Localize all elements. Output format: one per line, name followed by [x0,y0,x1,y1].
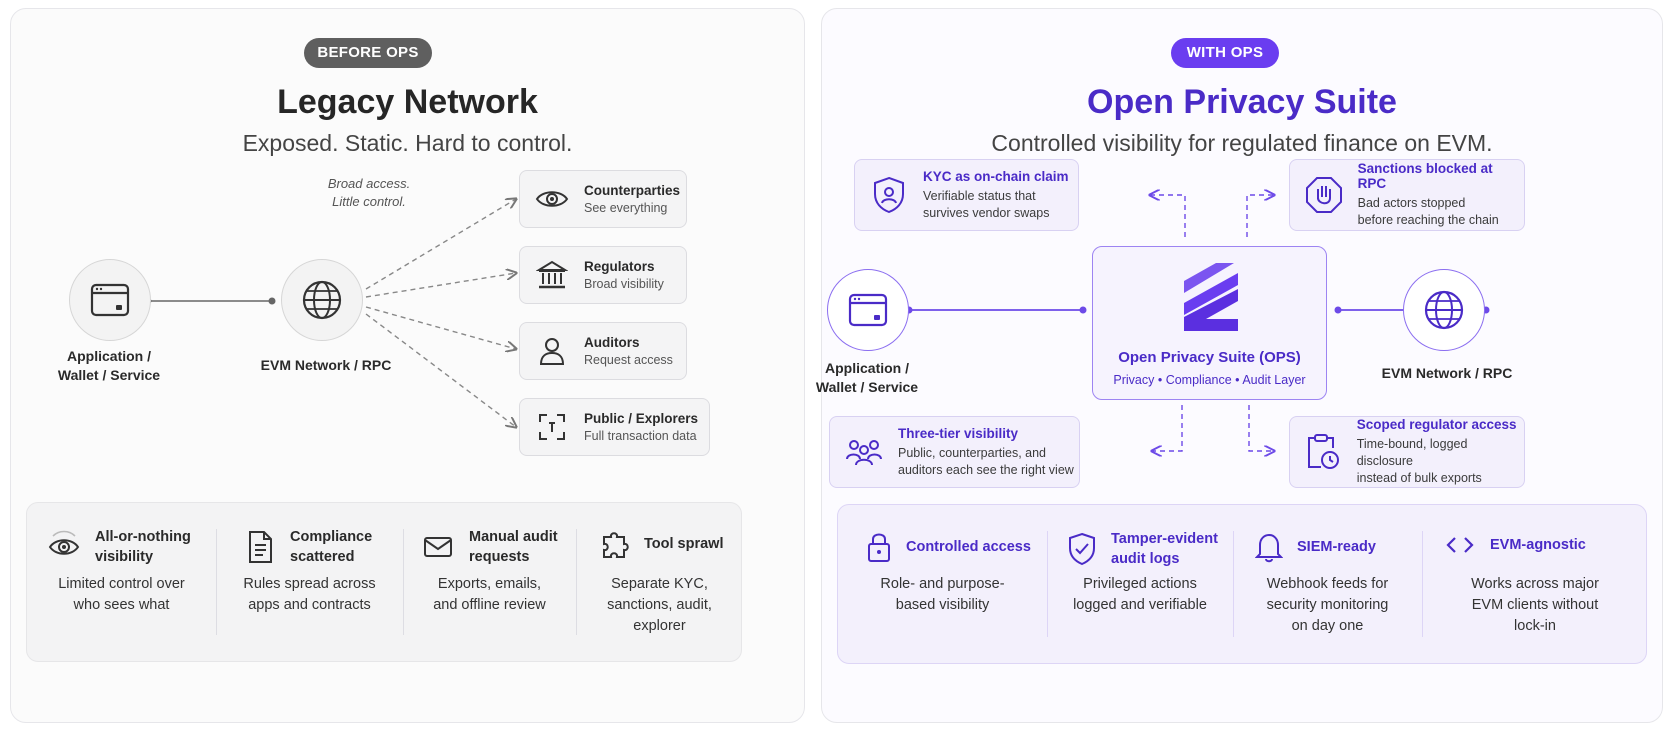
code-icon [1446,537,1474,553]
ops-core-subtitle: Privacy • Compliance • Audit Layer [1113,373,1306,387]
ops-logo-icon [1184,263,1238,331]
eye-icon [48,530,80,555]
legacy-subtitle: Exposed. Static. Hard to control. [242,130,573,156]
person-icon [539,338,565,365]
arrow-kyc [1150,195,1186,237]
browser-window-icon [848,293,888,327]
with-ops-panel: WITH OPS Open Privacy Suite Controlled v… [816,8,1663,723]
document-icon [249,531,272,563]
bank-icon [536,260,568,289]
arrow-scoped [1248,405,1274,451]
evm-node-label: EVM Network / RPC [260,357,392,373]
arrow-auditors [365,306,516,349]
legacy-title: Legacy Network [277,83,538,121]
mail-icon [424,537,452,557]
app-node [69,259,151,341]
lock-icon [868,533,890,562]
ops-benefits-box: Controlled access Role- and purpose-base… [837,504,1647,664]
arrow-public [365,313,516,427]
browser-window-icon [90,283,130,317]
ops-app-node [827,269,909,351]
feature-tool-sprawl: Tool sprawl Separate KYC,sanctions, audi… [576,503,743,661]
clipboard-clock-icon [1308,434,1340,469]
ops-evm-node-label: EVM Network / RPC [1381,365,1513,381]
ops-evm-node [1403,269,1485,351]
before-ops-panel: BEFORE OPS Legacy Network Exposed. Stati… [10,8,805,723]
stop-hand-icon [1305,177,1342,213]
shield-person-icon [874,176,904,214]
broad-access-note: Broad access. Little control. [327,176,411,209]
bell-icon [1255,533,1283,563]
ops-app-node-label: Application / Wallet / Service [815,360,919,395]
globe-icon [302,280,342,320]
puzzle-icon [603,532,629,558]
globe-icon [1424,290,1464,330]
ops-subtitle: Controlled visibility for regulated fina… [991,130,1493,156]
benefit-controlled-access: Controlled access Role- and purpose-base… [838,505,1047,663]
ops-core-title: Open Privacy Suite (OPS) [1118,349,1301,366]
scan-icon [539,414,565,440]
people-icon [846,440,882,466]
arrow-counterparties [365,199,516,290]
ops-title: Open Privacy Suite [1087,83,1397,121]
evm-node [281,259,363,341]
arrow-three-tier [1152,405,1183,451]
with-ops-badge: WITH OPS [1171,38,1279,68]
app-node-label: Application / Wallet / Service [57,348,161,383]
arrow-sanctions [1246,195,1274,237]
before-ops-badge: BEFORE OPS [304,38,432,68]
shield-check-icon [1069,532,1095,566]
eye-icon [535,191,569,207]
arrow-regulators [365,273,516,298]
ops-core-box: Open Privacy Suite (OPS) Privacy • Compl… [1092,246,1327,400]
